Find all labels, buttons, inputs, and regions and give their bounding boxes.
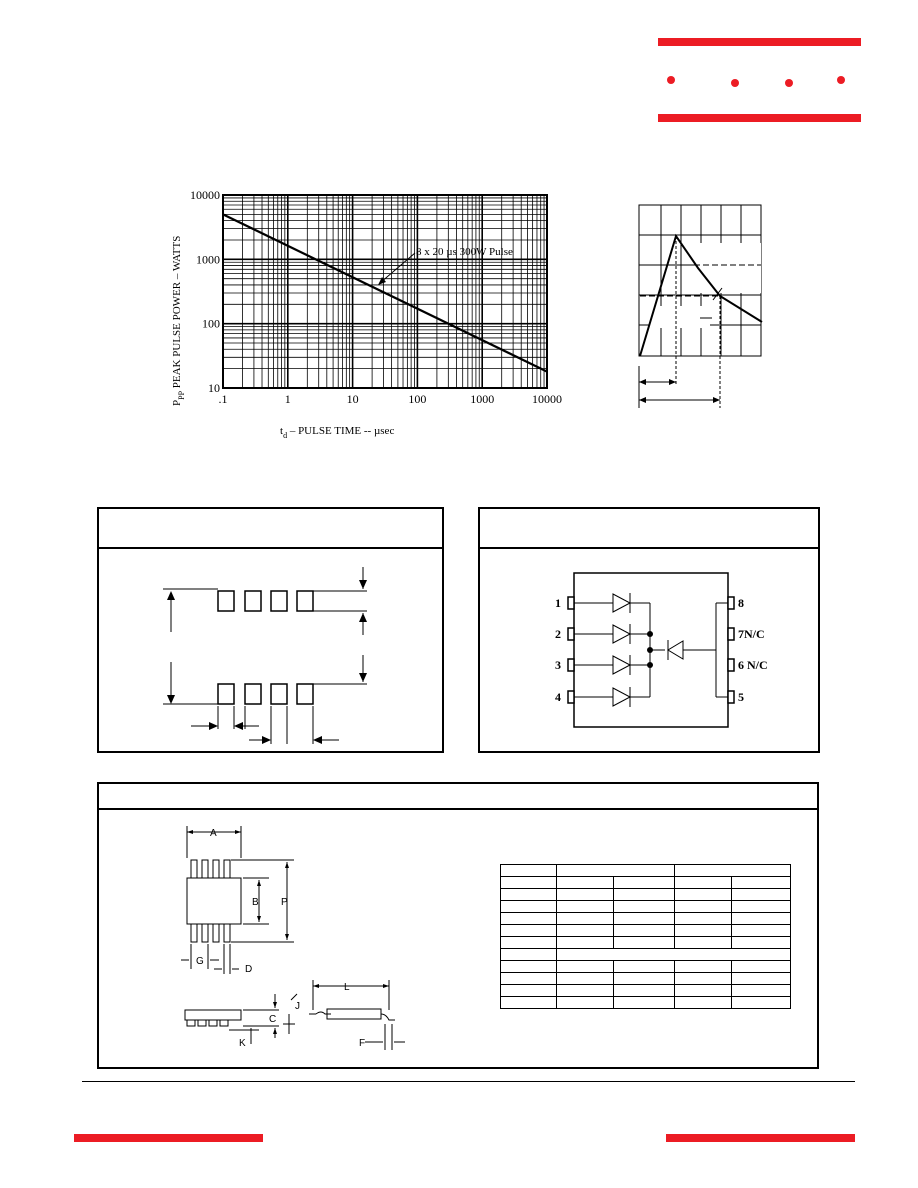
pin-label: 3 bbox=[555, 658, 561, 672]
header-dot bbox=[731, 79, 739, 87]
pad-layout-diagram bbox=[163, 567, 367, 744]
pulse-waveform bbox=[639, 233, 763, 357]
dimension-table bbox=[500, 864, 791, 1009]
pulse-waveform-diagram bbox=[638, 204, 763, 408]
dim-label: D bbox=[245, 964, 252, 975]
series-line bbox=[222, 213, 548, 373]
dim-label: C bbox=[269, 1014, 276, 1025]
tick-labels: .1 1 10 100 1000 10000 10 100 1000 10000 bbox=[190, 188, 562, 406]
dim-label: K bbox=[239, 1038, 246, 1049]
x-tick-label: .1 bbox=[219, 392, 228, 406]
package-outline-box: A B P G D C K J L F bbox=[97, 782, 819, 1069]
y-tick-label: 10 bbox=[208, 381, 220, 395]
footer-right-bar bbox=[666, 1134, 855, 1142]
pin-label: 6 N/C bbox=[738, 658, 768, 672]
pin-label: 7N/C bbox=[738, 627, 765, 641]
dim-label: J bbox=[295, 1001, 300, 1012]
x-tick-label: 10000 bbox=[532, 392, 562, 406]
x-tick-label: 1000 bbox=[470, 392, 494, 406]
x-tick-label: 10 bbox=[347, 392, 359, 406]
pulse-power-chart: .1 1 10 100 1000 10000 10 100 1000 10000 8 x 20 µ… bbox=[171, 188, 562, 440]
x-axis-title: td – PULSE TIME -- µsec bbox=[280, 425, 394, 440]
pin-label: 1 bbox=[555, 596, 561, 610]
y-axis-title: PPP PEAK PULSE POWER – WATTS bbox=[171, 236, 186, 406]
header-bottom-bar bbox=[658, 114, 861, 122]
series-layer bbox=[222, 213, 548, 373]
x-tick-label: 1 bbox=[285, 392, 291, 406]
dim-label: L bbox=[344, 982, 350, 993]
box-header-rule bbox=[99, 808, 817, 810]
pin-label: 8 bbox=[738, 596, 744, 610]
pad-layout-box bbox=[97, 507, 444, 753]
y-tick-label: 1000 bbox=[196, 252, 220, 266]
box-header-rule bbox=[99, 547, 442, 549]
package-drawing: A B P G D C K J L F bbox=[181, 826, 405, 1050]
box-header-rule bbox=[480, 547, 818, 549]
pin-label: 4 bbox=[555, 690, 561, 704]
pin-label: 2 bbox=[555, 627, 561, 641]
header-dot bbox=[837, 76, 845, 84]
header-dot bbox=[667, 76, 675, 84]
dim-label: A bbox=[210, 828, 217, 839]
annotation-leader bbox=[379, 252, 416, 284]
chart-grid bbox=[222, 195, 547, 389]
dim-label: F bbox=[359, 1038, 365, 1049]
annotation-arrowhead bbox=[378, 277, 386, 285]
plot-frame bbox=[222, 194, 548, 389]
header-dot bbox=[785, 79, 793, 87]
y-tick-label: 100 bbox=[202, 317, 220, 331]
pin-label: 5 bbox=[738, 690, 744, 704]
footer-rule bbox=[82, 1081, 855, 1082]
dim-label: P bbox=[281, 897, 288, 908]
circuit-diagram: 1 2 3 4 8 7N/C 6 N/C 5 bbox=[555, 572, 768, 728]
x-tick-label: 100 bbox=[408, 392, 426, 406]
circuit-box: 1 2 3 4 8 7N/C 6 N/C 5 bbox=[478, 507, 820, 753]
y-tick-label: 10000 bbox=[190, 188, 220, 202]
dim-label: B bbox=[252, 897, 259, 908]
dim-label: G bbox=[196, 956, 204, 967]
footer-left-bar bbox=[74, 1134, 263, 1142]
header-top-bar bbox=[658, 38, 861, 46]
annotation-label: 8 x 20 µs 300W Pulse bbox=[416, 246, 513, 258]
